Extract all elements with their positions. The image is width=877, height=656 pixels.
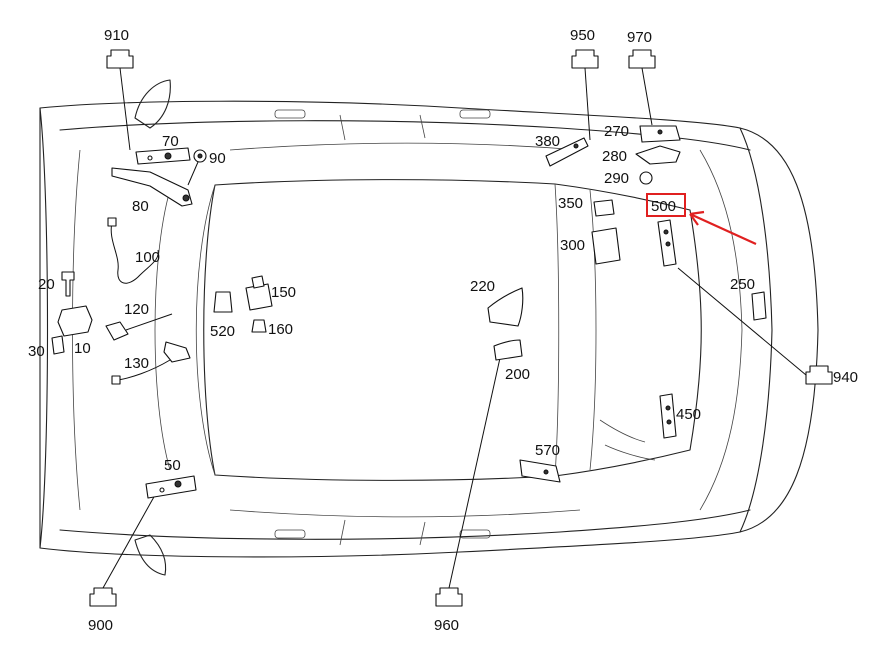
label-910: 910 bbox=[104, 27, 129, 44]
label-20: 20 bbox=[38, 276, 55, 293]
part-200-antenna-base bbox=[493, 339, 523, 361]
part-300-module bbox=[591, 227, 621, 265]
highlight-500 bbox=[646, 193, 757, 246]
connector-950-icon bbox=[571, 49, 599, 69]
label-970: 970 bbox=[627, 29, 652, 46]
label-30: 30 bbox=[28, 343, 45, 360]
part-250-sensor bbox=[751, 291, 767, 321]
part-350-sensor bbox=[593, 199, 615, 217]
label-290: 290 bbox=[604, 170, 629, 187]
label-960: 960 bbox=[434, 617, 459, 634]
label-120: 120 bbox=[124, 301, 149, 318]
label-10: 10 bbox=[74, 340, 91, 357]
part-50-bracket bbox=[145, 475, 197, 499]
label-220: 220 bbox=[470, 278, 495, 295]
label-270: 270 bbox=[604, 123, 629, 140]
label-380: 380 bbox=[535, 133, 560, 150]
label-280: 280 bbox=[602, 148, 627, 165]
part-160-nut bbox=[251, 319, 267, 333]
part-280-bracket bbox=[635, 145, 681, 165]
part-30-clip bbox=[51, 335, 65, 355]
label-450: 450 bbox=[676, 406, 701, 423]
connector-960-icon bbox=[435, 587, 463, 607]
part-100-cable bbox=[110, 221, 159, 284]
part-290-nut bbox=[639, 171, 653, 185]
part-520-clip bbox=[213, 291, 233, 313]
part-570-bracket bbox=[519, 459, 561, 483]
label-500: 500 bbox=[651, 198, 676, 215]
part-450-strip bbox=[659, 393, 677, 439]
label-520: 520 bbox=[210, 323, 235, 340]
label-130: 130 bbox=[124, 355, 149, 372]
label-80: 80 bbox=[132, 198, 149, 215]
part-150-module bbox=[245, 283, 273, 311]
label-940: 940 bbox=[833, 369, 858, 386]
part-70-bracket bbox=[135, 147, 191, 165]
label-90: 90 bbox=[209, 150, 226, 167]
label-100: 100 bbox=[135, 249, 160, 266]
connector-910-icon bbox=[106, 49, 134, 69]
connector-970-icon bbox=[628, 49, 656, 69]
label-570: 570 bbox=[535, 442, 560, 459]
parts bbox=[51, 125, 767, 499]
highlight-arrow bbox=[689, 212, 757, 246]
label-160: 160 bbox=[268, 321, 293, 338]
part-130-module bbox=[163, 341, 191, 363]
label-950: 950 bbox=[570, 27, 595, 44]
label-250: 250 bbox=[730, 276, 755, 293]
part-220-fin-antenna bbox=[487, 287, 524, 327]
part-labels: 910 950 970 70 90 80 100 380 270 280 290… bbox=[28, 27, 858, 634]
part-10-module bbox=[57, 305, 93, 337]
part-80-bracket bbox=[111, 167, 193, 207]
part-120-antenna bbox=[105, 321, 129, 341]
part-20-screw bbox=[61, 271, 75, 297]
connector-940-icon bbox=[805, 365, 833, 385]
label-900: 900 bbox=[88, 617, 113, 634]
connector-900-icon bbox=[89, 587, 117, 607]
label-350: 350 bbox=[558, 195, 583, 212]
label-200: 200 bbox=[505, 366, 530, 383]
connector-symbols bbox=[89, 49, 833, 607]
label-150: 150 bbox=[271, 284, 296, 301]
highlight-box bbox=[646, 193, 686, 217]
label-300: 300 bbox=[560, 237, 585, 254]
label-70: 70 bbox=[162, 133, 179, 150]
label-50: 50 bbox=[164, 457, 181, 474]
